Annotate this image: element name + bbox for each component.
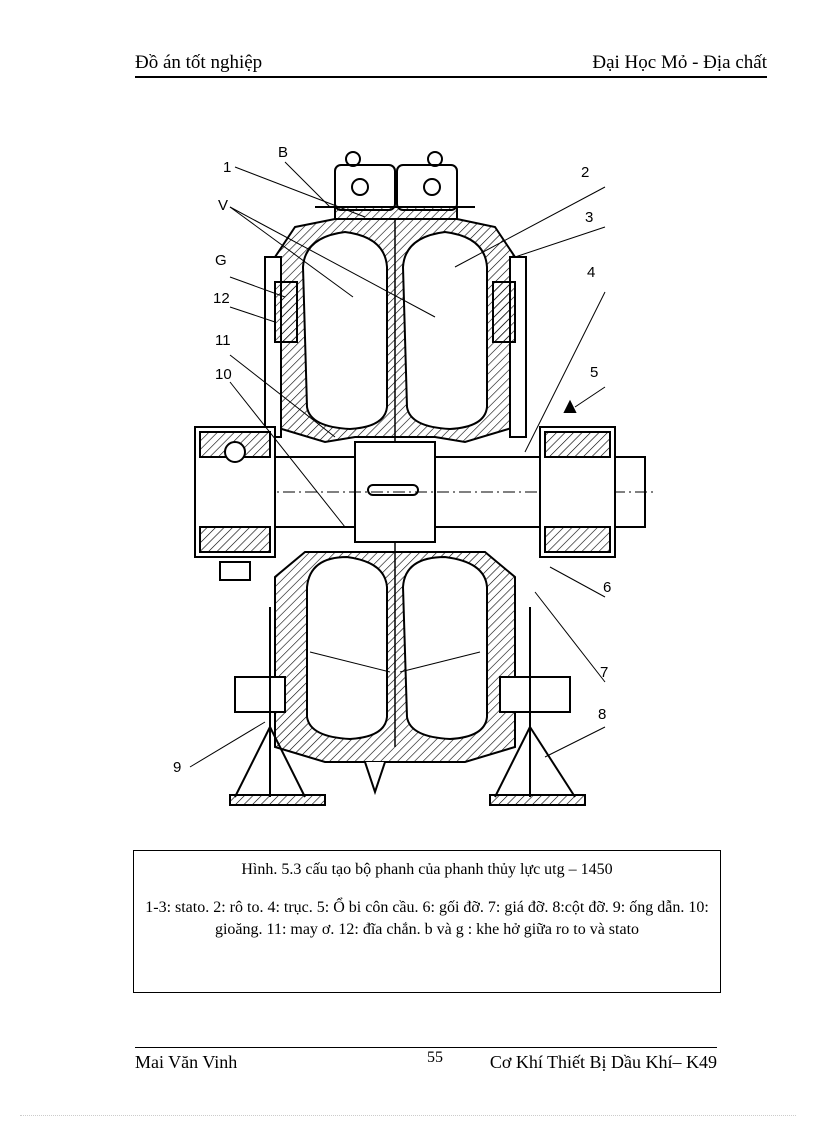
caption-title: Hình. 5.3 cấu tạo bộ phanh của phanh thủ…: [241, 861, 613, 878]
label-4: 4: [587, 264, 595, 281]
label-2: 2: [581, 164, 589, 181]
label-12: 12: [213, 290, 230, 307]
technical-drawing: B 1 V G 12 11 10 2 3 4 5 6 7 8 9: [135, 107, 707, 847]
base-supports: [229, 607, 586, 806]
caption-description: 1-3: stato. 2: rô to. 4: trục. 5: Ổ bi c…: [145, 899, 709, 938]
page-number: 55: [427, 1049, 443, 1066]
part-labels: B 1 V G 12 11 10 2 3 4 5 6 7 8 9: [173, 144, 611, 776]
top-lugs: [315, 151, 475, 220]
label-8: 8: [598, 706, 606, 723]
pipes: [234, 676, 571, 713]
label-5: 5: [590, 364, 598, 381]
label-11: 11: [215, 332, 231, 349]
footer-course: Cơ Khí Thiết Bị Dầu Khí– K49: [489, 1052, 717, 1072]
label-6: 6: [603, 579, 611, 596]
left-bearing: [194, 426, 276, 581]
bottom-dotted-rule: [20, 1115, 796, 1116]
footer-author: Mai Văn Vinh: [135, 1052, 238, 1072]
label-g: G: [215, 252, 227, 269]
label-1: 1: [223, 159, 231, 176]
label-10: 10: [215, 366, 232, 383]
leader-lines: [189, 161, 606, 768]
label-9: 9: [173, 759, 181, 776]
page-footer: Mai Văn Vinh 55 Cơ Khí Thiết Bị Dầu Khí–…: [135, 1047, 717, 1078]
label-v: V: [218, 197, 228, 214]
lower-housing: [274, 551, 516, 763]
hydraulic-brake-drawing: B 1 V G 12 11 10 2 3 4 5 6 7 8 9: [173, 144, 655, 806]
header-right-text: Đại Học Mỏ - Địa chất: [592, 52, 767, 73]
label-b: B: [278, 144, 288, 161]
label-7: 7: [600, 664, 608, 681]
header-left-text: Đồ án tốt nghiệp: [135, 52, 263, 73]
page-header: Đồ án tốt nghiệp Đại Học Mỏ - Địa chất: [135, 52, 767, 78]
figure-caption-box: Hình. 5.3 cấu tạo bộ phanh của phanh thủ…: [133, 850, 721, 993]
right-bearing: [539, 399, 616, 558]
label-3: 3: [585, 209, 593, 226]
